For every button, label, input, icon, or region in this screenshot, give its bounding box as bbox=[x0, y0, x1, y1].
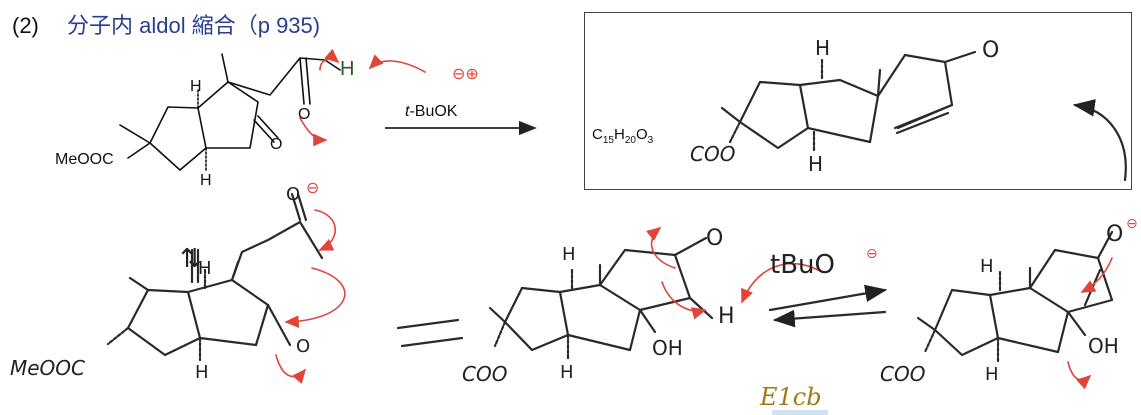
atom-label: H bbox=[815, 36, 831, 60]
ester-label: COO bbox=[690, 142, 736, 166]
atom-label: O bbox=[982, 38, 1000, 63]
atom-label: H bbox=[718, 304, 735, 329]
ester-label: COO bbox=[880, 362, 926, 386]
atom-label: O bbox=[286, 184, 301, 205]
mechanism-label: E1cb bbox=[760, 383, 822, 411]
charge-mark: ⊖ bbox=[866, 246, 878, 262]
enolate-structure bbox=[106, 192, 346, 384]
atom-label: O bbox=[270, 136, 283, 153]
atom-label: H bbox=[560, 362, 574, 383]
equilibrium-vertical bbox=[190, 248, 200, 284]
atom-label: O bbox=[298, 106, 311, 123]
section-heading: (2) 分子内 aldol 縮合（p 935) bbox=[12, 8, 320, 40]
highlight-bar bbox=[772, 410, 828, 415]
aldol-enolate-structure bbox=[916, 230, 1114, 390]
loop-back-arrow bbox=[1072, 99, 1127, 182]
atom-label: H bbox=[195, 362, 209, 383]
atom-label: O bbox=[706, 226, 724, 251]
reagent-label: t-BuOK bbox=[405, 103, 458, 120]
section-title: 分子内 aldol 縮合（p 935) bbox=[67, 13, 321, 38]
product-structure bbox=[720, 50, 977, 154]
equilibrium-arrow-2 bbox=[768, 284, 888, 312]
ester-label: COO bbox=[462, 362, 508, 386]
atom-label: OH bbox=[652, 336, 683, 360]
product-box bbox=[584, 12, 1132, 190]
product-formula: C15H20O3 bbox=[592, 126, 654, 146]
starting-material-structure bbox=[119, 48, 426, 171]
atom-label: H bbox=[808, 152, 824, 176]
equilibrium-arrow-3 bbox=[772, 309, 887, 328]
atom-label: H bbox=[562, 244, 576, 265]
atom-label: H bbox=[980, 256, 994, 277]
atom-label: H bbox=[198, 258, 212, 279]
aldol-adduct-structure bbox=[488, 226, 819, 362]
atom-label: O bbox=[1106, 222, 1124, 247]
ester-label: MeOOC bbox=[55, 151, 114, 168]
atom-label: H bbox=[985, 364, 999, 385]
atom-label: H bbox=[190, 78, 202, 95]
ester-label: MeOOC bbox=[10, 356, 86, 380]
equilibrium-symbol: ⇅ bbox=[180, 244, 202, 274]
charge-mark: ⊖ bbox=[306, 178, 320, 197]
section-number: (2) bbox=[12, 13, 39, 38]
atom-label: H bbox=[200, 172, 212, 189]
charge-mark: ⊖⊕ bbox=[452, 64, 479, 83]
atom-label: H bbox=[340, 58, 355, 80]
charge-mark: ⊖ bbox=[1126, 216, 1138, 232]
base-label: tBuO bbox=[770, 250, 835, 280]
equilibrium-arrow-1 bbox=[396, 318, 464, 348]
atom-label: O bbox=[296, 336, 311, 357]
atom-label: OH bbox=[1088, 334, 1119, 358]
